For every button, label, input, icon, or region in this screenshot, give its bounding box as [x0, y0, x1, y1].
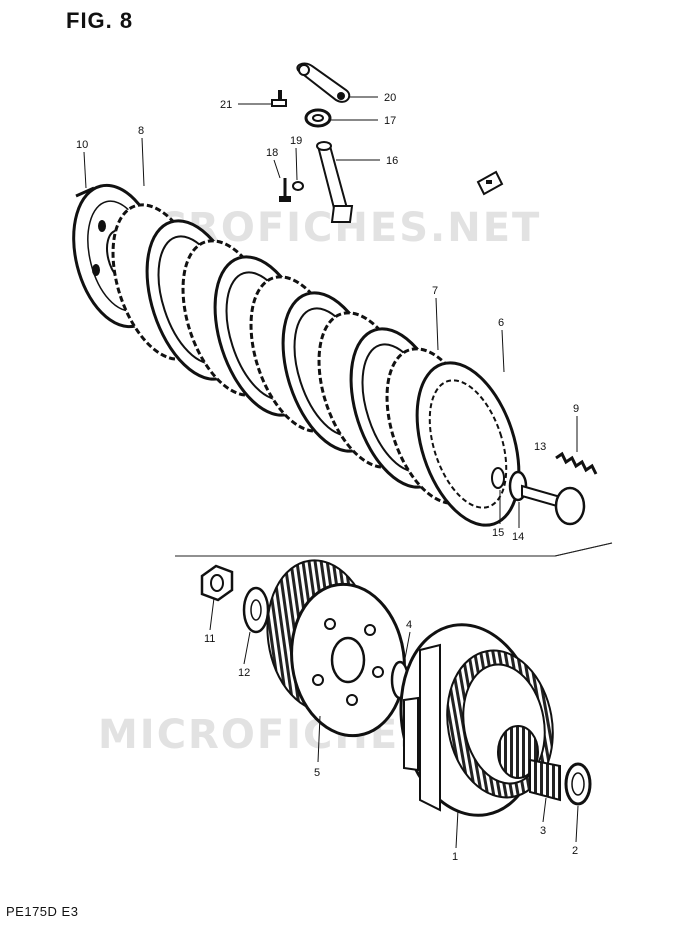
- callout-5: 5: [314, 767, 320, 779]
- washer-part-19: [292, 181, 304, 191]
- callout-15: 15: [492, 527, 504, 539]
- model-code-footer: PE175D E3: [6, 904, 79, 919]
- oil-seal-part-17: [304, 108, 332, 128]
- callout-2: 2: [572, 845, 578, 857]
- needle-bearing-part-3: [529, 758, 561, 802]
- callout-12: 12: [238, 667, 250, 679]
- screw-part-18: [279, 178, 291, 202]
- callout-8: 8: [138, 125, 144, 137]
- callout-1: 1: [452, 851, 458, 863]
- section-divider-line: [175, 542, 613, 557]
- spacer-part-2: [564, 762, 592, 806]
- callout-13: 13: [534, 441, 546, 453]
- callout-3: 3: [540, 825, 546, 837]
- callout-20: 20: [384, 92, 396, 104]
- callout-7: 7: [432, 285, 438, 297]
- callout-9: 9: [573, 403, 579, 415]
- callout-16: 16: [386, 155, 398, 167]
- callout-21: 21: [220, 99, 232, 111]
- small-plate-part: [476, 170, 504, 196]
- push-rod-part-13: [521, 484, 586, 526]
- callout-4: 4: [406, 619, 412, 631]
- callout-6: 6: [498, 317, 504, 329]
- release-shaft-part-16: [316, 141, 354, 223]
- callout-19: 19: [290, 135, 302, 147]
- callout-17: 17: [384, 115, 396, 127]
- spring-part-9: [555, 451, 598, 475]
- leader-lines: [83, 96, 579, 849]
- callout-10: 10: [76, 139, 88, 151]
- callout-18: 18: [266, 147, 278, 159]
- release-arm-part-20: [296, 62, 351, 103]
- figure-title: FIG. 8: [66, 8, 134, 33]
- sleeve-hub-part-5: [266, 559, 406, 738]
- washer-part-15: [491, 467, 505, 489]
- callout-11: 11: [204, 633, 215, 645]
- washer-part-12: [242, 586, 270, 634]
- bolt-part-21: [271, 90, 287, 107]
- callout-14: 14: [512, 531, 524, 543]
- nut-part-11: [200, 564, 234, 602]
- clutch-housing-part-1: [399, 623, 554, 817]
